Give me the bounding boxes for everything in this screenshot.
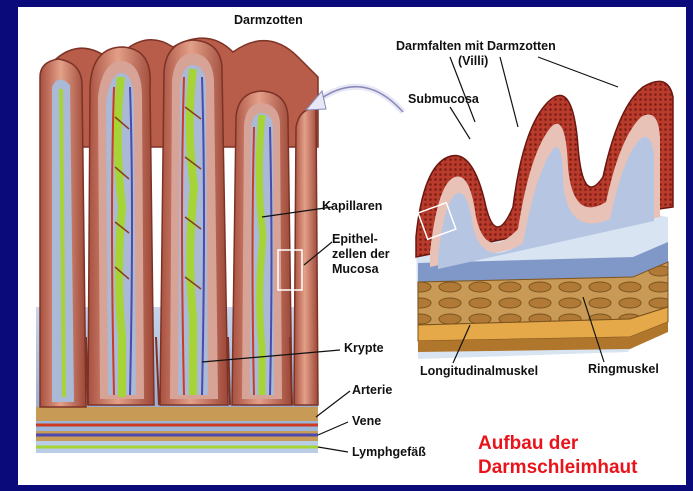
label-darmfalten: Darmfalten mit Darmzotten: [396, 39, 556, 54]
villi-section: [36, 38, 318, 453]
label-villi: (Villi): [458, 54, 488, 69]
intestinal-wall-block: [416, 81, 673, 359]
label-epithel-line1: Epithel-: [332, 232, 378, 247]
title-line2: Darmschleimhaut: [478, 456, 637, 480]
label-ringmuskel: Ringmuskel: [588, 362, 659, 377]
label-arterie: Arterie: [352, 383, 392, 398]
label-kapillaren: Kapillaren: [322, 199, 382, 214]
label-longitudinalmuskel: Longitudinalmuskel: [420, 364, 538, 379]
label-submucosa: Submucosa: [408, 92, 479, 107]
label-epithel-line3: Mucosa: [332, 262, 379, 277]
label-vene: Vene: [352, 414, 381, 429]
label-epithel-line2: zellen der: [332, 247, 390, 262]
label-darmzotten: Darmzotten: [234, 13, 303, 28]
white-panel: Darmzotten Darmfalten mit Darmzotten (Vi…: [18, 7, 686, 485]
title-line1: Aufbau der: [478, 432, 578, 456]
label-lymphgefaess: Lymphgefäß: [352, 445, 426, 460]
label-krypte: Krypte: [344, 341, 384, 356]
